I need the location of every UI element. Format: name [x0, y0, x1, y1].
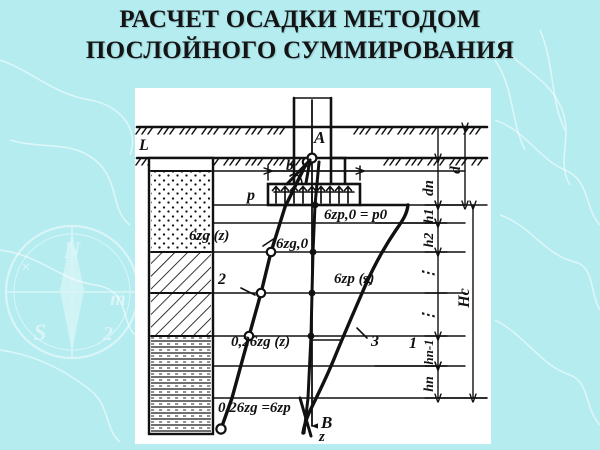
page-title-line-2: ПОСЛОЙНОГО СУММИРОВАНИЯ [85, 37, 515, 64]
soil-layer-clay [151, 336, 211, 432]
dimension-dn-label: dn [421, 180, 437, 196]
svg-text:N: N [63, 238, 82, 263]
point-a-label: A [313, 128, 325, 147]
zero2-sigma-zg-eq-label: 0,26zg =6zp [218, 400, 291, 416]
settlement-diagram: L A b p 6zg (z) 6zg,0 6zp,0 = p0 6zp (z)… [135, 96, 489, 444]
dimension-dots-1: ⋮ [421, 267, 437, 282]
annotation-leaders [240, 173, 372, 341]
svg-text:2: 2 [102, 323, 113, 345]
dimension-d-label: d [448, 166, 464, 174]
pressure-label: p [245, 187, 255, 204]
sigma-zp-z-label: 6zp (z) [334, 271, 374, 287]
svg-text:×: × [21, 259, 30, 276]
dimension-dots-2: ⋮ [421, 309, 437, 324]
curve-2-label: 2 [217, 271, 226, 288]
svg-text:m: m [110, 288, 126, 310]
dimension-h1-label: h1 [422, 209, 437, 224]
b-leader [285, 158, 312, 186]
ground-level-label: L [138, 137, 149, 154]
soil-layer-loam-lower [151, 293, 211, 336]
footing-width-label: b [286, 158, 294, 174]
point-b-marker [298, 396, 313, 438]
soil-layer-loam-upper [151, 252, 211, 293]
sigma-zg-z-label: 6zg (z) [189, 228, 229, 244]
right-dimension-lines [374, 127, 488, 398]
soil-column [147, 156, 215, 436]
dimension-hn-1-label: hn-1 [421, 339, 436, 364]
page-title: РАСЧЕТ ОСАДКИ МЕТОДОМ ПОСЛОЙНОГО СУММИРО… [0, 4, 600, 66]
dimension-hn-label: hn [422, 376, 437, 392]
soil-layer-sand [151, 171, 211, 252]
svg-text:S: S [34, 320, 47, 345]
page-title-line-1: РАСЧЕТ ОСАДКИ МЕТОДОМ [119, 6, 481, 33]
sigma-zg-0-label: 6zg,0 [276, 236, 309, 252]
curve-3-label: 3 [370, 333, 379, 350]
curve-1-label: 1 [409, 335, 417, 352]
dimension-hc-label: Hc [456, 288, 473, 309]
diagram-panel: L A b p 6zg (z) 6zg,0 6zp,0 = p0 6zp (z)… [135, 88, 491, 444]
dimension-h2-label: h2 [422, 233, 437, 248]
sigma-zp0-label: 6zp,0 = p0 [324, 207, 388, 223]
zero2-sigma-zg-z-label: 0,26zg (z) [231, 334, 290, 350]
depth-axis-label: z [318, 429, 325, 444]
foundation [268, 96, 360, 207]
curve-sigma-zp [301, 203, 410, 435]
curve-02-sigma-zg-nodes [307, 201, 319, 340]
point-b-label: B [320, 413, 332, 432]
